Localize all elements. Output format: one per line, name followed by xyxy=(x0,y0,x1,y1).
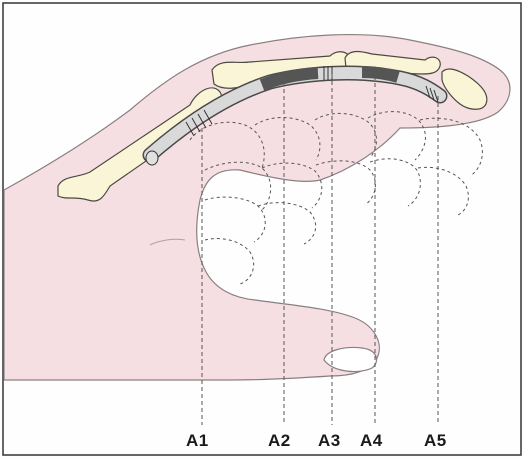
label-a3: A3 xyxy=(318,431,341,450)
label-a4: A4 xyxy=(360,431,383,450)
pulley-a4-segment xyxy=(362,72,398,77)
label-a1: A1 xyxy=(186,431,209,450)
tendon-end xyxy=(146,151,158,165)
label-a5: A5 xyxy=(424,431,447,450)
label-a2: A2 xyxy=(268,431,291,450)
